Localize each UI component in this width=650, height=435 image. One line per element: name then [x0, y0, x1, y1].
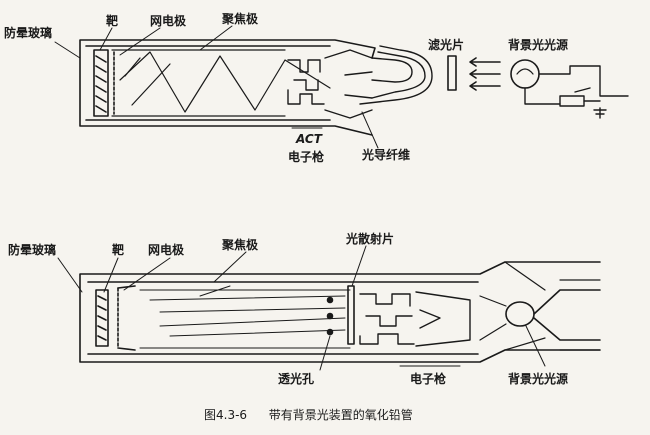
top-light-guide-fiber [359, 45, 433, 105]
top-filter [447, 55, 457, 91]
bottom-light-hole-2 [326, 312, 334, 320]
top-tube [54, 25, 629, 149]
figure-caption-number: 图4.3-6 [204, 408, 248, 422]
top-circuit [524, 65, 629, 119]
bottom-label-anti-halo-glass: 防晕玻璃 [8, 243, 57, 257]
bottom-label-electron-gun: 电子枪 [410, 372, 447, 386]
top-label-target: 靶 [106, 14, 119, 28]
top-label-electron-gun: 电子枪 [288, 150, 325, 164]
bottom-label-mesh-electrode: 网电极 [148, 243, 185, 257]
bottom-electron-gun [359, 291, 471, 347]
bottom-label-light-diffuser: 光散射片 [346, 232, 395, 246]
bottom-label-target: 靶 [112, 243, 125, 257]
figure-caption: 图4.3-6 带有背景光装置的氧化铅管 [204, 408, 413, 422]
bottom-light-diffuser [347, 285, 355, 345]
top-lamp [510, 59, 540, 89]
bottom-light-source [505, 301, 535, 327]
top-label-anti-halo-glass: 防晕玻璃 [4, 26, 53, 40]
figure-caption-text: 带有背景光装置的氧化铅管 [268, 408, 413, 422]
top-label-light-guide-fiber: 光导纤维 [362, 148, 411, 162]
top-label-filter: 滤光片 [428, 38, 465, 52]
bottom-tube [57, 245, 601, 371]
top-label-act: ACT [296, 132, 322, 146]
bottom-label-focus-electrode: 聚焦极 [222, 238, 259, 252]
top-electron-gun [287, 49, 373, 119]
bottom-label-light-hole: 透光孔 [278, 372, 315, 386]
bottom-light-hole-3 [326, 328, 334, 336]
bottom-target-plate [95, 289, 109, 347]
bottom-light-hole-1 [326, 296, 334, 304]
top-label-mesh-electrode: 网电极 [150, 14, 187, 28]
top-label-focus-electrode: 聚焦极 [222, 12, 259, 26]
top-target-plate [93, 49, 109, 117]
top-label-background-light-source: 背景光光源 [508, 38, 569, 52]
bottom-label-background-light-source: 背景光光源 [508, 372, 569, 386]
